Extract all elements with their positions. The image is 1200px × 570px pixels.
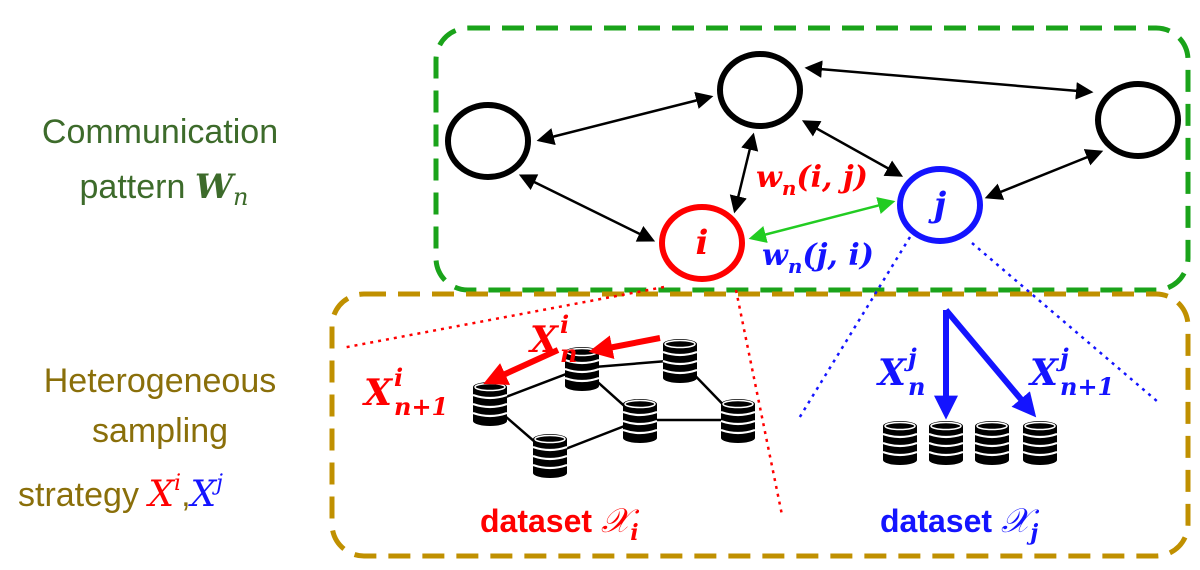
communication-label-line1: Communication — [42, 113, 278, 151]
projection-line-i-right — [734, 289, 784, 516]
dataset-i-graph-edges — [489, 358, 739, 457]
database-icon — [531, 432, 569, 480]
edge-a-i — [518, 174, 656, 242]
sampling-label-line2: sampling — [92, 412, 228, 450]
node-c — [1095, 81, 1181, 159]
sampling-label-line3: strategy Xi,Xj — [18, 471, 223, 515]
node-i-label: i — [696, 223, 709, 263]
node-a — [445, 102, 531, 180]
projection-line-i-left — [341, 285, 665, 350]
projection-line-j-right — [971, 242, 1159, 403]
weight-label-i-j: wn(i, j) — [756, 160, 868, 200]
edge-i-j — [748, 197, 896, 243]
node-i — [659, 204, 745, 282]
database-icon — [661, 337, 699, 385]
sample-arrow-red-1 — [588, 335, 661, 360]
sample-arrow-blue-2 — [943, 308, 1037, 418]
edge-b-i — [729, 132, 759, 214]
communication-label-line2: pattern Wn — [80, 167, 249, 211]
edge-a-b — [536, 91, 714, 146]
edge-b-c — [804, 60, 1094, 100]
edge-b-j — [801, 120, 904, 177]
sample-arrow-red-2 — [483, 347, 560, 385]
database-icon — [927, 419, 965, 467]
sampling-label-line1: Heterogeneous — [44, 362, 277, 400]
database-icon — [973, 419, 1011, 467]
dataset-j-caption: dataset 𝒳j — [880, 501, 1040, 546]
weight-label-j-i: wn(j, i) — [762, 238, 874, 278]
database-icon — [881, 419, 919, 467]
database-icon — [719, 397, 757, 445]
database-icon — [1021, 419, 1059, 467]
database-icon — [471, 380, 509, 428]
projection-line-j-left — [796, 236, 912, 421]
database-icon — [621, 397, 659, 445]
node-j — [897, 166, 983, 244]
sampling-strategy-box — [329, 291, 1191, 559]
dataset-i-caption: dataset 𝒳i — [480, 501, 640, 546]
edge-c-j — [984, 149, 1104, 200]
node-b — [717, 51, 803, 129]
communication-pattern-box — [433, 25, 1191, 293]
